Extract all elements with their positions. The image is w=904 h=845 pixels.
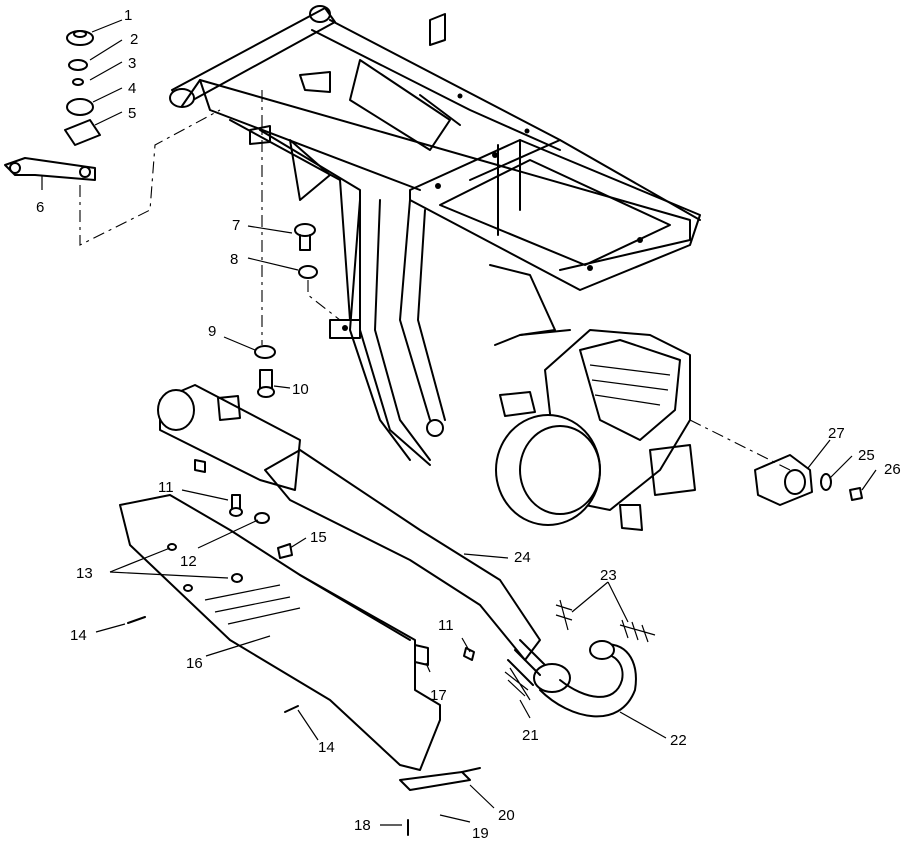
callout-23: 23 (600, 567, 617, 584)
callout-12: 12 (180, 553, 197, 570)
callout-11: 11 (158, 479, 174, 496)
bolt-10 (257, 369, 275, 398)
leader-lines (41, 19, 877, 826)
callout-14: 14 (70, 627, 87, 644)
bolt-11 (229, 494, 243, 517)
exhaust-pipe-22 (539, 640, 637, 718)
callout-9: 9 (208, 323, 216, 340)
springs-23 (555, 599, 656, 643)
callout-25: 25 (858, 447, 875, 464)
callout-16: 16 (186, 655, 203, 672)
heat-shield (119, 494, 441, 771)
screw-15 (277, 543, 293, 559)
callout-19: 19 (472, 825, 489, 842)
washer-9 (254, 90, 276, 359)
callout-26: 26 (884, 461, 901, 478)
callout-24: 24 (514, 549, 531, 566)
bracket-20 (399, 767, 481, 791)
callout-5: 5 (128, 105, 136, 122)
head-pipe-24 (264, 449, 571, 693)
callout-27: 27 (828, 425, 845, 442)
callout-21: 21 (522, 727, 539, 744)
callout-7: 7 (232, 217, 240, 234)
callout-22: 22 (670, 732, 687, 749)
callout-3: 3 (128, 55, 136, 72)
muffler (157, 384, 301, 491)
frame (169, 5, 701, 466)
fasteners-13-14 (127, 543, 409, 836)
callout-18: 18 (354, 817, 371, 834)
callout-10: 10 (292, 381, 309, 398)
rubber-mount-stack (4, 30, 221, 246)
callout-6: 6 (36, 199, 44, 216)
flange-27 (754, 454, 863, 506)
bolt-11b (463, 647, 475, 661)
callout-1: 1 (124, 7, 132, 24)
nut-12 (254, 512, 270, 524)
callout-labels: 1 2 3 4 5 6 7 8 9 10 11 11 12 13 14 14 1… (36, 7, 901, 842)
callout-2: 2 (130, 31, 138, 48)
engine (495, 329, 791, 531)
callout-4: 4 (128, 80, 136, 97)
washer-8 (298, 265, 341, 321)
callout-8: 8 (230, 251, 238, 268)
callout-13: 13 (76, 565, 93, 582)
callout-11b: 11 (438, 617, 454, 634)
callout-20: 20 (498, 807, 515, 824)
bolt-7 (294, 223, 316, 251)
callout-15: 15 (310, 529, 327, 546)
spring-21 (504, 667, 531, 701)
callout-14b: 14 (318, 739, 335, 756)
callout-17: 17 (430, 687, 447, 704)
